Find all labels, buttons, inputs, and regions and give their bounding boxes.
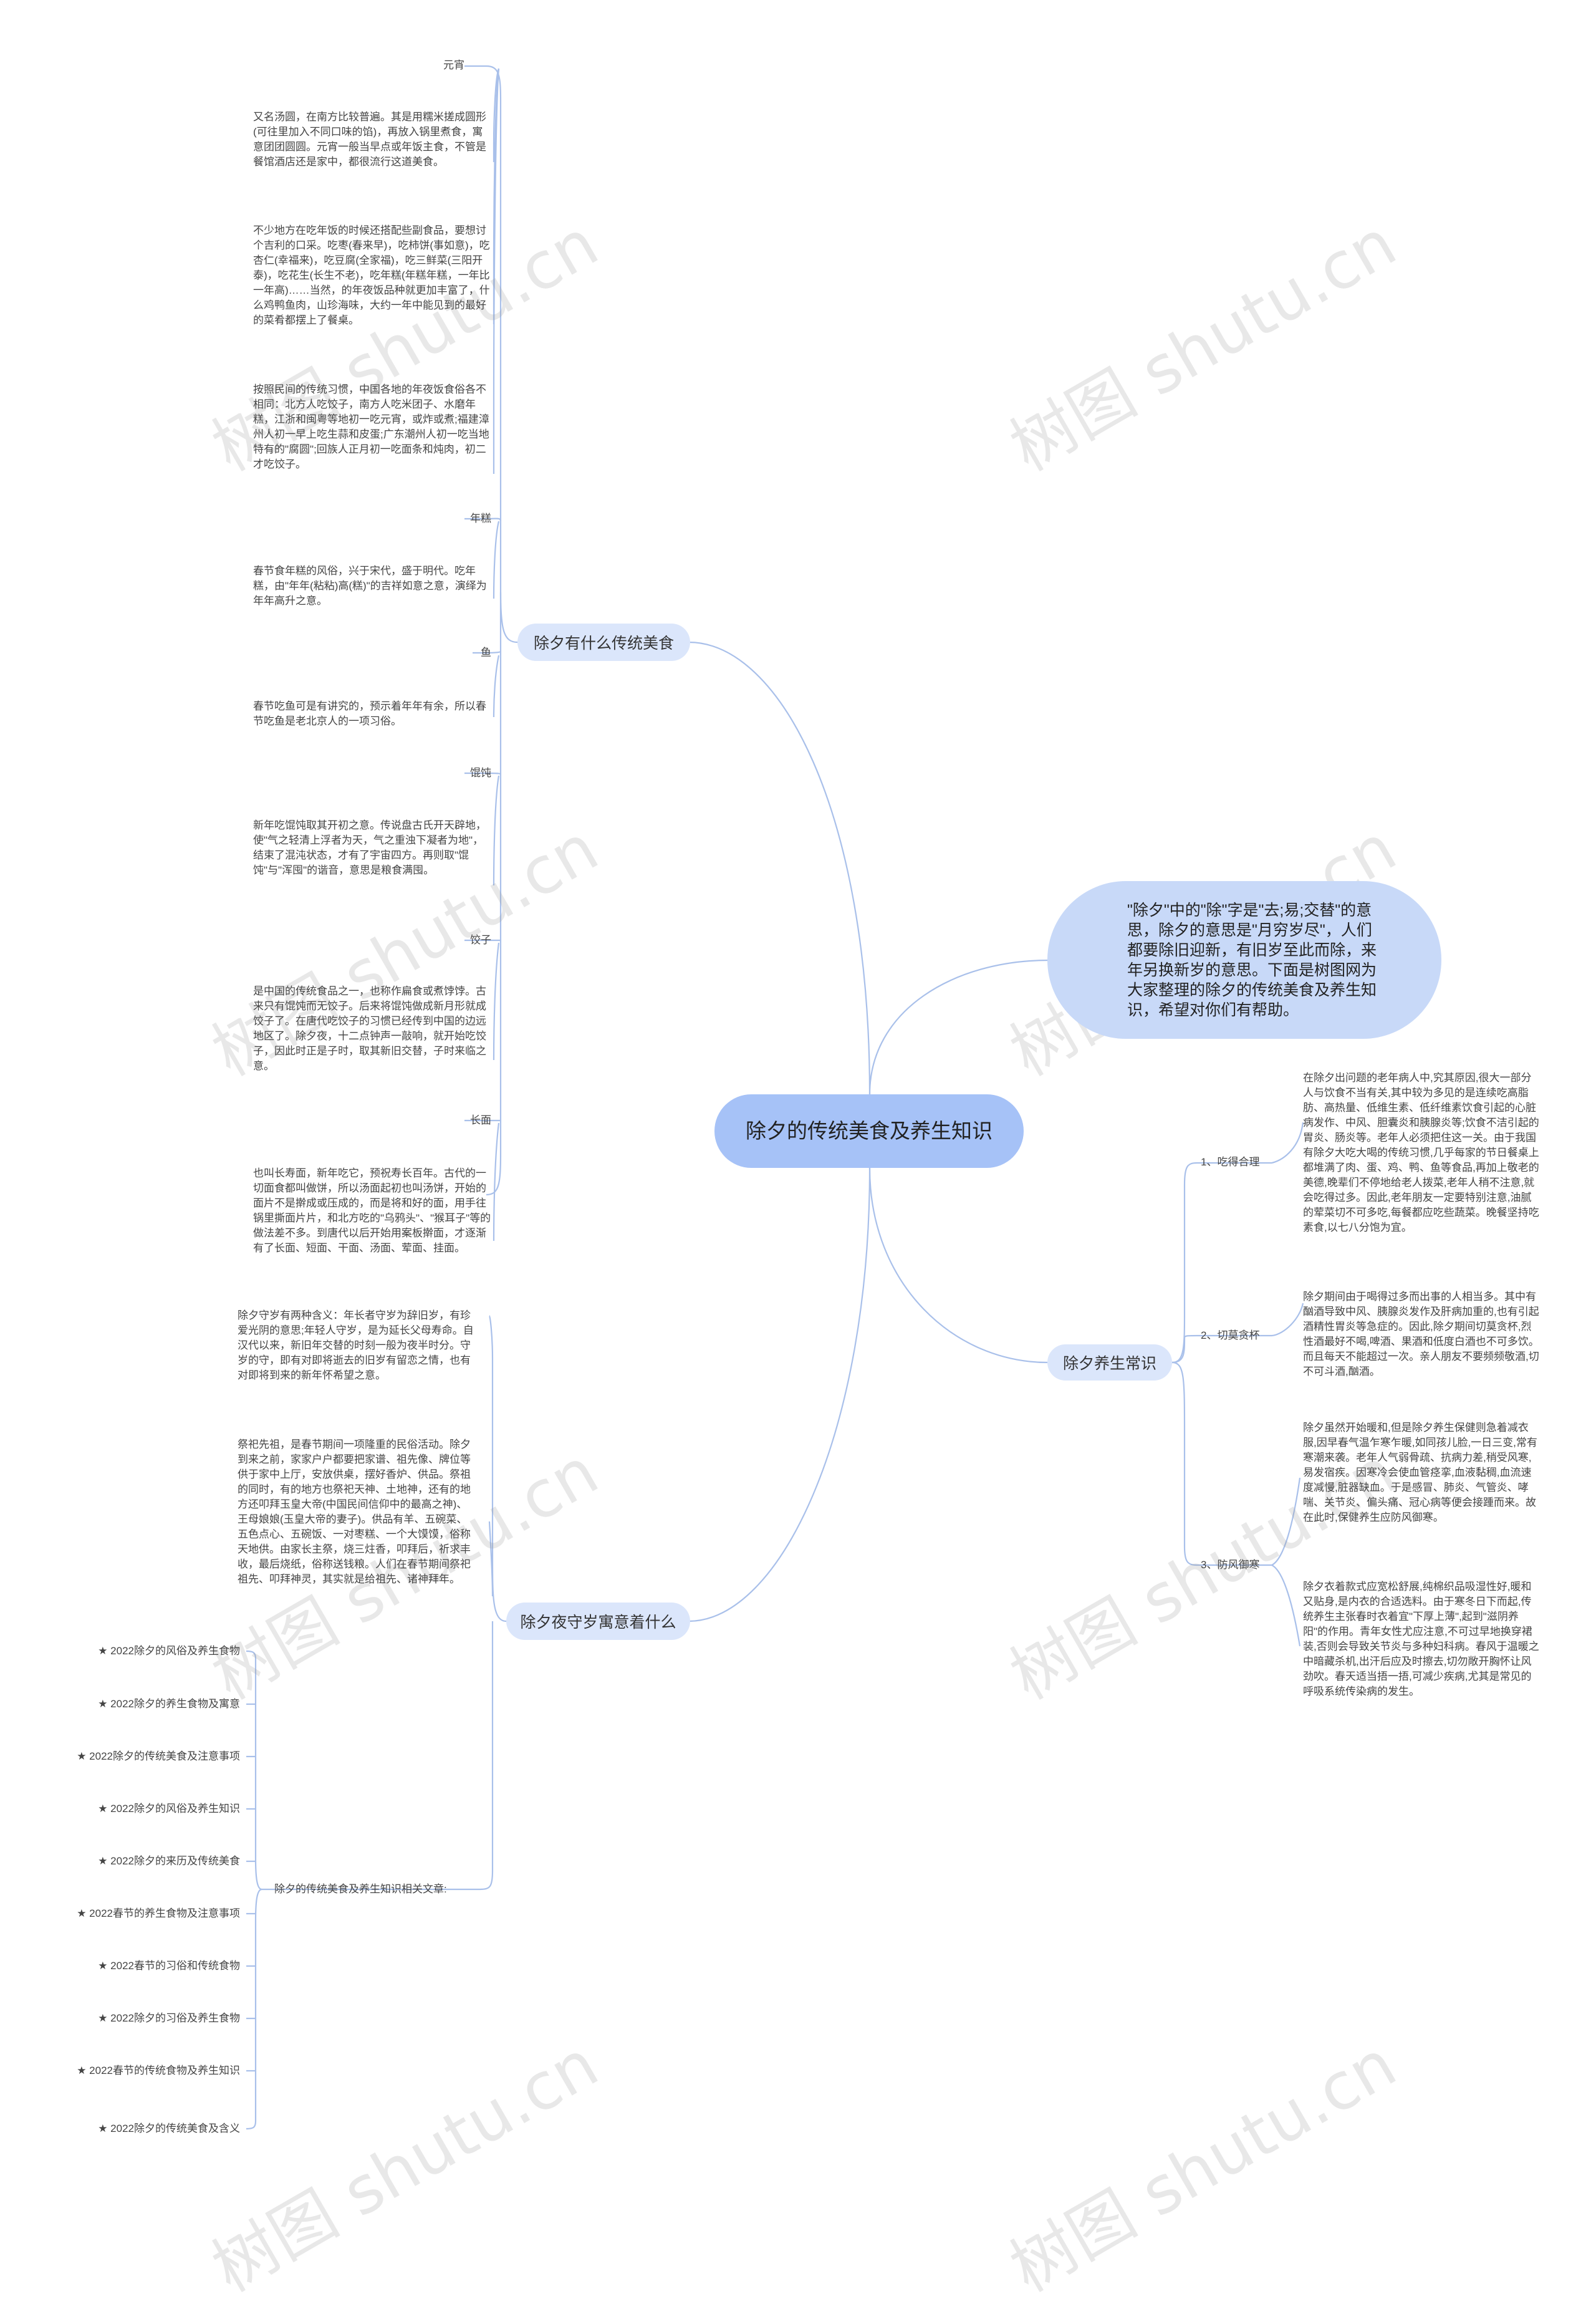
jiaozi-note: 是中国的传统食品之一，也称作扁食或煮饽饽。古来只有馄饨而无饺子。后来将馄饨做成新…: [253, 985, 486, 1072]
topic-keep-warm[interactable]: 3、防风御寒: [1201, 1559, 1260, 1571]
related-article-link[interactable]: ★ 2022春节的养生食物及注意事项: [77, 1907, 240, 1919]
root-node[interactable]: 除夕的传统美食及养生知识: [714, 1094, 1024, 1168]
keep-warm-note: 除夕虽然开始暖和,但是除夕养生保健则急着减衣服,因早春气温乍寒乍暖,如同孩儿脸,…: [1303, 1422, 1537, 1523]
related-article-link[interactable]: ★ 2022除夕的养生食物及寓意: [98, 1698, 240, 1710]
related-article-link[interactable]: ★ 2022除夕的传统美食及含义: [98, 2123, 240, 2134]
related-articles-label: 除夕的传统美食及养生知识相关文章:: [274, 1883, 447, 1895]
eat-sensibly-note: 在除夕出问题的老年病人中,究其原因,很大一部分人与饮食不当有关,其中较为多见的是…: [1303, 1072, 1539, 1233]
yuanxiao-note: 又名汤圆，在南方比较普遍。其是用糯米搓成圆形(可往里加入不同口味的馅)，再放入锅…: [253, 111, 486, 168]
branch-shousui-meaning[interactable]: 除夕夜守岁寓意着什么: [506, 1603, 690, 1640]
changmian-note: 也叫长寿面，新年吃它，预祝寿长百年。古代的一切面食都叫做饼，所以汤面起初也叫汤饼…: [253, 1167, 491, 1254]
related-article-link[interactable]: ★ 2022春节的传统食物及养生知识: [77, 2065, 240, 2076]
topic-fish[interactable]: 鱼: [481, 647, 491, 658]
ancestor-worship-note: 祭祀先祖，是春节期间一项隆重的民俗活动。除夕到来之前，家家户户都要把家谱、祖先像…: [238, 1439, 471, 1585]
side-dishes-note: 不少地方在吃年饭的时候还搭配些副食品，要想讨个吉利的口采。吃枣(春来早)，吃柿饼…: [253, 224, 490, 326]
related-article-link[interactable]: ★ 2022除夕的风俗及养生食物: [98, 1645, 240, 1657]
topic-jiaozi[interactable]: 饺子: [470, 934, 491, 946]
topic-huntun[interactable]: 馄饨: [470, 767, 491, 779]
related-article-link[interactable]: ★ 2022除夕的风俗及养生知识: [98, 1803, 240, 1815]
fish-note: 春节吃鱼可是有讲究的，预示着年年有余，所以春节吃鱼是老北京人的一项习俗。: [253, 700, 486, 727]
topic-yuanxiao[interactable]: 元宵: [443, 59, 464, 71]
related-article-link[interactable]: ★ 2022除夕的传统美食及注意事项: [77, 1750, 240, 1762]
branch-traditional-food[interactable]: 除夕有什么传统美食: [517, 624, 690, 661]
branch-health-tips[interactable]: 除夕养生常识: [1047, 1344, 1172, 1381]
regional-customs-note: 按照民间的传统习惯，中国各地的年夜饭食俗各不相同：北方人吃饺子，南方人吃米团子、…: [253, 383, 489, 470]
avoid-drinking-note: 除夕期间由于喝得过多而出事的人相当多。其中有酗酒导致中风、胰腺炎发作及肝病加重的…: [1303, 1291, 1539, 1377]
clothing-note: 除夕衣着款式应宽松舒展,纯棉织品吸湿性好,暖和又贴身,是内衣的合适选料。由于寒冬…: [1303, 1581, 1539, 1697]
intro-node[interactable]: "除夕"中的"除"字是"去;易;交替"的意思，除夕的意思是"月穷岁尽"，人们都要…: [1047, 881, 1441, 1039]
related-article-link[interactable]: ★ 2022除夕的习俗及养生食物: [98, 2012, 240, 2024]
shousui-meaning-note: 除夕守岁有两种含义：年长者守岁为辞旧岁，有珍爱光阴的意思;年轻人守岁，是为延长父…: [238, 1309, 474, 1381]
topic-niangao[interactable]: 年糕: [470, 513, 491, 524]
niangao-note: 春节食年糕的风俗，兴于宋代，盛于明代。吃年糕，由"年年(粘粘)高(糕)"的吉祥如…: [253, 565, 487, 607]
connector-lines: [246, 65, 1304, 2130]
huntun-note: 新年吃馄饨取其开初之意。传说盘古氏开天辟地，使"气之轻清上浮者为天，气之重浊下凝…: [253, 819, 486, 876]
topic-eat-sensibly[interactable]: 1、吃得合理: [1201, 1156, 1260, 1168]
related-article-link[interactable]: ★ 2022春节的习俗和传统食物: [98, 1960, 240, 1972]
topic-changmian[interactable]: 长面: [470, 1114, 491, 1126]
related-article-link[interactable]: ★ 2022除夕的来历及传统美食: [98, 1855, 240, 1867]
topic-avoid-drinking[interactable]: 2、切莫贪杯: [1201, 1329, 1260, 1341]
